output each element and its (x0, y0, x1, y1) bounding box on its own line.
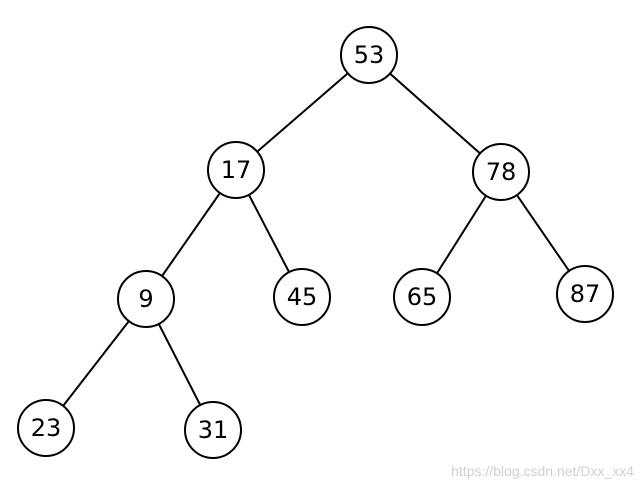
node-label: 87 (570, 280, 601, 308)
node-circle (273, 268, 331, 326)
tree-node: 87 (556, 265, 614, 323)
tree-node: 65 (393, 268, 451, 326)
node-circle (207, 141, 265, 199)
tree-node: 78 (472, 143, 530, 201)
node-circle (117, 270, 175, 328)
tree-edge (235, 54, 370, 171)
tree-node: 53 (340, 26, 398, 84)
node-label: 31 (198, 416, 229, 444)
tree-node: 23 (17, 399, 75, 457)
node-circle (556, 265, 614, 323)
node-circle (472, 143, 530, 201)
node-circle (340, 26, 398, 84)
node-circle (393, 268, 451, 326)
tree-edges (45, 54, 586, 431)
node-label: 9 (138, 285, 153, 313)
node-label: 45 (287, 283, 318, 311)
tree-edge (368, 54, 502, 173)
node-circle (184, 401, 242, 459)
node-label: 23 (31, 414, 62, 442)
node-label: 17 (221, 156, 252, 184)
node-label: 78 (486, 158, 517, 186)
tree-node: 45 (273, 268, 331, 326)
node-circle (17, 399, 75, 457)
tree-node: 17 (207, 141, 265, 199)
node-label: 53 (354, 41, 385, 69)
node-label: 65 (407, 283, 438, 311)
tree-node: 31 (184, 401, 242, 459)
tree-node: 9 (117, 270, 175, 328)
tree-nodes: 53 17 78 9 45 65 87 23 31 (17, 26, 614, 459)
watermark-text: https://blog.csdn.net/Dxx_xx4 (451, 463, 634, 479)
